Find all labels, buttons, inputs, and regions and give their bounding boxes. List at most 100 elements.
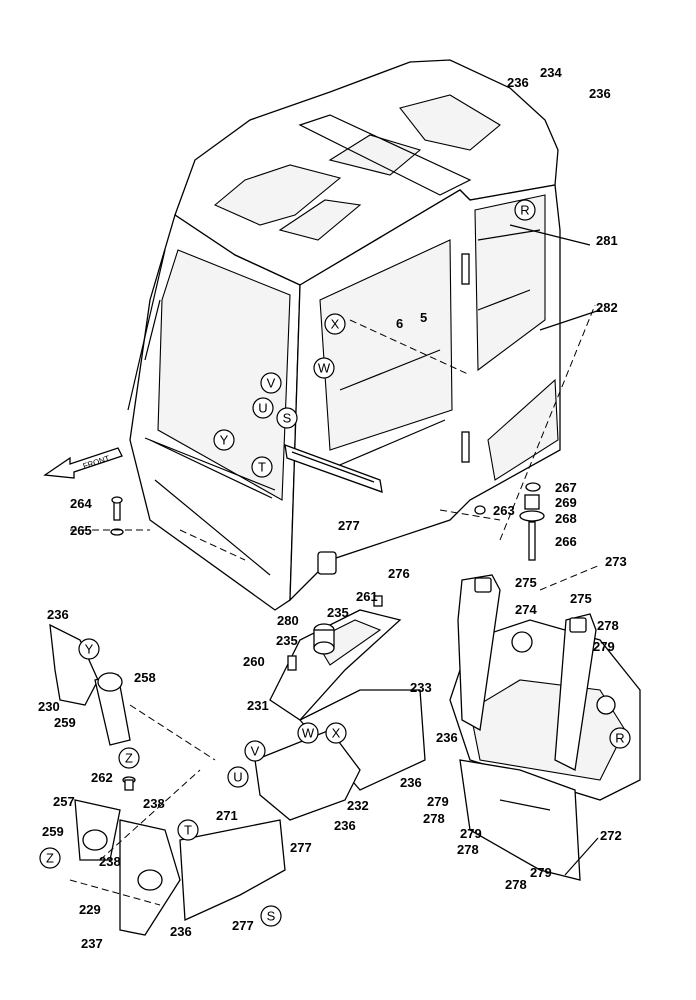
part-label-236: 236 <box>400 775 422 790</box>
part-label-5: 5 <box>420 310 427 325</box>
part-label-259: 259 <box>54 715 76 730</box>
part-label-273: 273 <box>605 554 627 569</box>
ref-marker-label: T <box>184 823 192 838</box>
ref-marker-label: W <box>318 361 331 376</box>
part-label-277: 277 <box>290 840 312 855</box>
part-label-259: 259 <box>42 824 64 839</box>
ref-marker-s: S <box>276 407 298 429</box>
part-label-236: 236 <box>334 818 356 833</box>
ref-marker-label: V <box>251 744 260 759</box>
part-label-282: 282 <box>596 300 618 315</box>
ref-marker-label: U <box>233 770 242 785</box>
ref-marker-v: V <box>260 372 282 394</box>
part-label-278: 278 <box>597 618 619 633</box>
part-label-260: 260 <box>243 654 265 669</box>
part-label-267: 267 <box>555 480 577 495</box>
ref-marker-label: U <box>258 401 267 416</box>
ref-marker-label: Z <box>46 851 54 866</box>
ref-marker-z: Z <box>39 847 61 869</box>
part-label-269: 269 <box>555 495 577 510</box>
part-label-258: 258 <box>134 670 156 685</box>
part-label-231: 231 <box>247 698 269 713</box>
part-label-279: 279 <box>530 865 552 880</box>
left-covers <box>49 623 361 936</box>
ref-marker-label: Y <box>220 433 229 448</box>
part-label-237: 237 <box>81 936 103 951</box>
rear-lower-panel <box>459 759 581 881</box>
part-label-272: 272 <box>600 828 622 843</box>
ref-marker-w: W <box>297 722 319 744</box>
ref-marker-y: Y <box>78 638 100 660</box>
part-label-280: 280 <box>277 613 299 628</box>
part-label-275: 275 <box>515 575 537 590</box>
part-label-277: 277 <box>232 918 254 933</box>
part-label-281: 281 <box>596 233 618 248</box>
part-label-278: 278 <box>423 811 445 826</box>
ref-marker-r: R <box>514 199 536 221</box>
front-arrow: FRONT <box>43 447 123 479</box>
ref-marker-label: X <box>332 726 341 741</box>
part-label-261: 261 <box>356 589 378 604</box>
ref-marker-x: X <box>325 722 347 744</box>
part-label-234: 234 <box>540 65 562 80</box>
part-label-238: 238 <box>143 796 165 811</box>
part-label-232: 232 <box>347 798 369 813</box>
part-label-263: 263 <box>493 503 515 518</box>
ref-marker-u: U <box>252 397 274 419</box>
ref-marker-t: T <box>177 819 199 841</box>
ref-marker-z: Z <box>118 747 140 769</box>
ref-marker-label: Y <box>85 642 94 657</box>
ref-marker-w: W <box>313 357 335 379</box>
ref-marker-label: W <box>302 726 315 741</box>
part-label-278: 278 <box>505 877 527 892</box>
part-label-277: 277 <box>338 518 360 533</box>
part-label-236: 236 <box>170 924 192 939</box>
ref-marker-x: X <box>324 313 346 335</box>
ref-marker-label: S <box>283 411 292 426</box>
part-label-271: 271 <box>216 808 238 823</box>
ref-marker-s: S <box>260 905 282 927</box>
part-label-230: 230 <box>38 699 60 714</box>
ref-marker-label: V <box>267 376 276 391</box>
part-label-233: 233 <box>410 680 432 695</box>
part-label-279: 279 <box>460 826 482 841</box>
part-label-276: 276 <box>388 566 410 581</box>
part-label-262: 262 <box>91 770 113 785</box>
ref-marker-label: X <box>331 317 340 332</box>
part-label-266: 266 <box>555 534 577 549</box>
mount-hardware <box>110 482 545 561</box>
part-label-268: 268 <box>555 511 577 526</box>
part-label-265: 265 <box>70 523 92 538</box>
part-label-278: 278 <box>457 842 479 857</box>
ref-marker-r: R <box>609 727 631 749</box>
part-label-229: 229 <box>79 902 101 917</box>
part-label-238: 238 <box>99 854 121 869</box>
ref-marker-label: R <box>615 731 624 746</box>
part-label-236: 236 <box>589 86 611 101</box>
ref-marker-label: Z <box>125 751 133 766</box>
part-label-275: 275 <box>570 591 592 606</box>
part-label-235: 235 <box>276 633 298 648</box>
part-label-236: 236 <box>47 607 69 622</box>
part-label-274: 274 <box>515 602 537 617</box>
ref-marker-v: V <box>244 740 266 762</box>
part-label-257: 257 <box>53 794 75 809</box>
part-label-279: 279 <box>593 639 615 654</box>
rear-console-shell <box>449 574 641 801</box>
center-console <box>269 595 426 791</box>
ref-marker-u: U <box>227 766 249 788</box>
ref-marker-label: T <box>258 460 266 475</box>
part-label-236: 236 <box>507 75 529 90</box>
ref-marker-label: R <box>520 203 529 218</box>
part-label-264: 264 <box>70 496 92 511</box>
part-label-235: 235 <box>327 605 349 620</box>
part-label-279: 279 <box>427 794 449 809</box>
part-label-236: 236 <box>436 730 458 745</box>
ref-marker-y: Y <box>213 429 235 451</box>
part-label-6: 6 <box>396 316 403 331</box>
ref-marker-t: T <box>251 456 273 478</box>
cab-frame <box>127 59 561 611</box>
